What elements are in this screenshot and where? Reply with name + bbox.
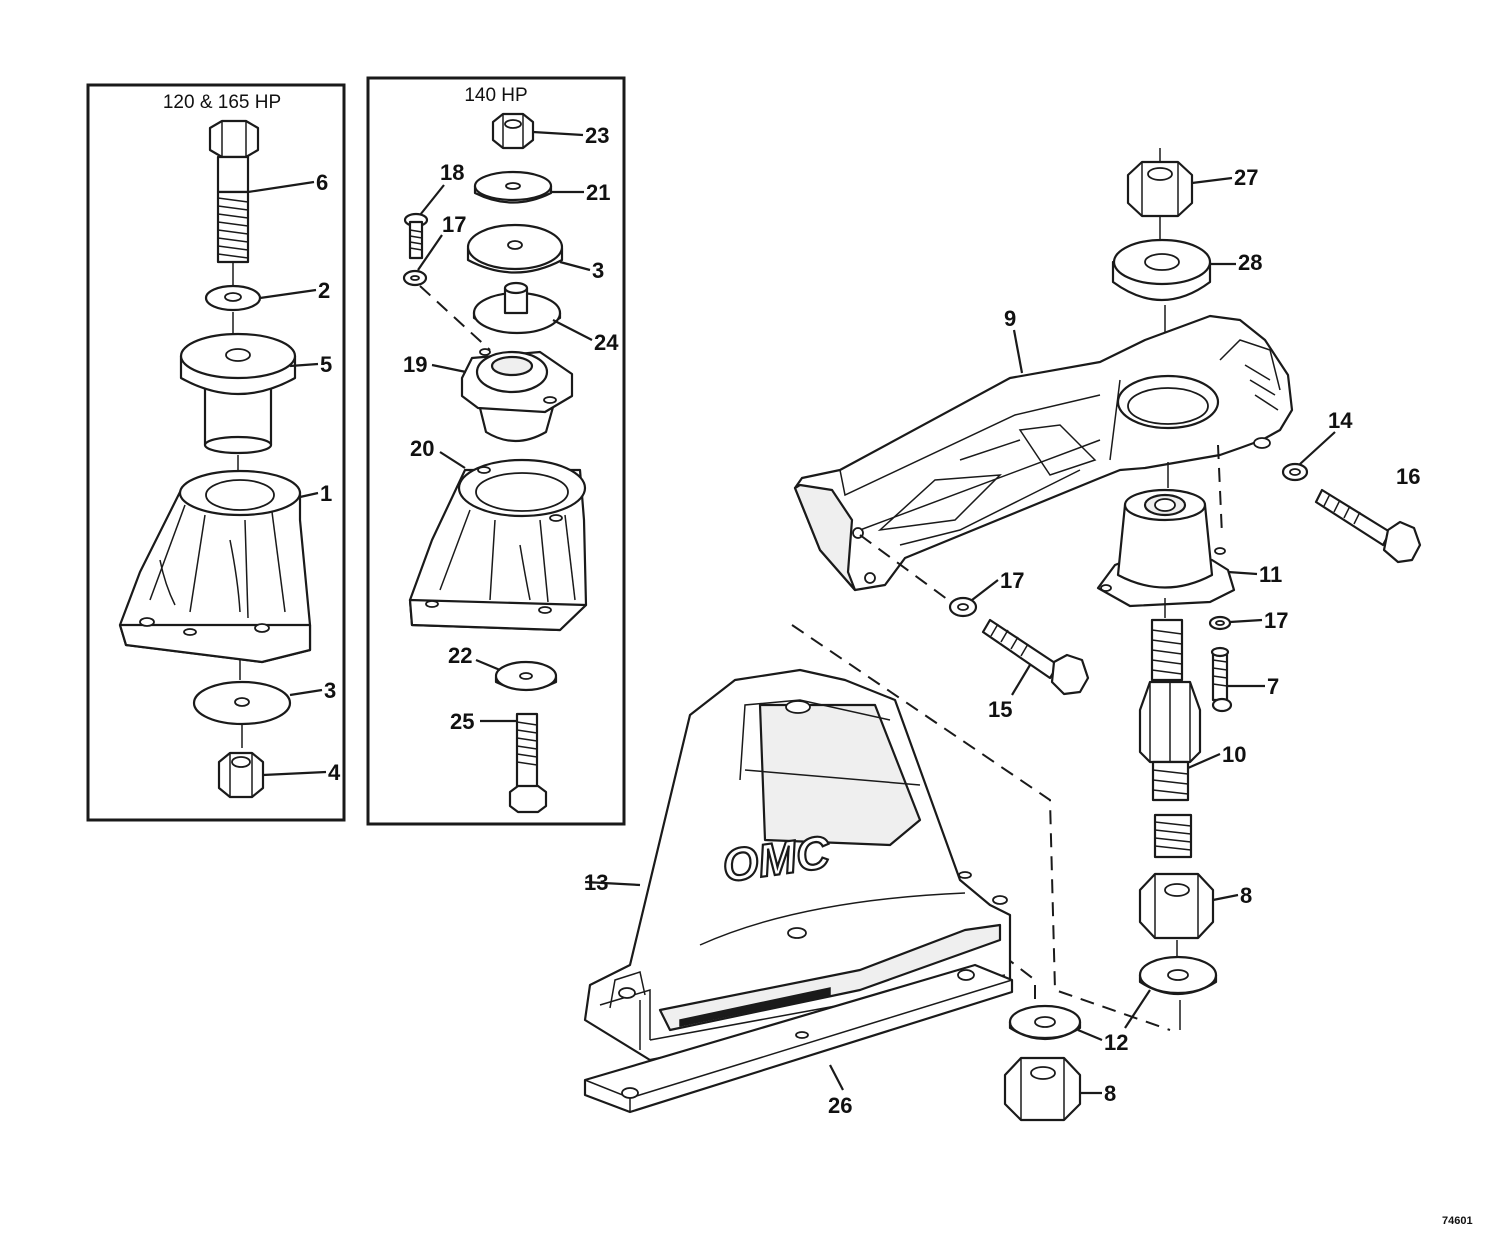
part-2-washer bbox=[204, 284, 262, 312]
part-14-lockwasher bbox=[1281, 462, 1309, 482]
panel-header-140hp: 140 HP bbox=[464, 85, 527, 106]
callout-9: 9 bbox=[1004, 306, 1016, 331]
part-18-screw bbox=[403, 212, 429, 260]
panel-140hp: 140 HP bbox=[366, 76, 626, 826]
part-9-engine-bracket bbox=[793, 314, 1294, 592]
part-1-bracket bbox=[118, 469, 312, 664]
callout-23: 23 bbox=[585, 123, 609, 148]
callout-15: 15 bbox=[988, 697, 1012, 722]
part-6-bolt bbox=[208, 119, 260, 264]
callout-4: 4 bbox=[328, 760, 341, 785]
right-assembly: OMC 27 28 9 bbox=[583, 148, 1422, 1122]
part-27-nut bbox=[1126, 160, 1194, 218]
callouts-right: 27 28 9 14 16 11 17 7 10 8 17 15 12 bbox=[584, 165, 1420, 1118]
part-4-locknut bbox=[217, 751, 265, 799]
part-22-washer bbox=[494, 660, 558, 692]
callout-8b: 8 bbox=[1104, 1081, 1116, 1106]
part-17-lockwasher-c bbox=[1208, 615, 1232, 631]
callout-17a: 17 bbox=[442, 212, 466, 237]
part-25-bolt bbox=[508, 712, 548, 814]
part-17-lockwasher-b bbox=[948, 596, 978, 618]
part-8-nut-upper bbox=[1138, 872, 1215, 940]
callout-17b: 17 bbox=[1000, 568, 1024, 593]
part-10-stud bbox=[1138, 618, 1202, 859]
callout-7: 7 bbox=[1267, 674, 1279, 699]
drawing-code: 74601 bbox=[1442, 1215, 1473, 1227]
part-3-washer-middle bbox=[466, 223, 564, 274]
callout-14: 14 bbox=[1328, 408, 1353, 433]
part-19-cushion bbox=[460, 348, 574, 442]
callout-19: 19 bbox=[403, 352, 427, 377]
callouts-middle: 23 21 3 24 18 17 19 20 22 25 bbox=[403, 123, 619, 734]
callout-28: 28 bbox=[1238, 250, 1262, 275]
part-15-bolt bbox=[981, 618, 1090, 696]
part-13-transom-bracket: OMC bbox=[583, 668, 1012, 1062]
part-5-cushion bbox=[179, 332, 297, 455]
part-26-plate bbox=[583, 963, 1014, 1114]
callout-10: 10 bbox=[1222, 742, 1246, 767]
panel-border-middle bbox=[366, 76, 626, 826]
callout-1: 1 bbox=[320, 481, 332, 506]
part-3-washer-left bbox=[192, 680, 292, 726]
part-12-washer-upper bbox=[1138, 955, 1218, 996]
callout-22: 22 bbox=[448, 643, 472, 668]
callout-13: 13 bbox=[584, 870, 608, 895]
callout-12: 12 bbox=[1104, 1030, 1128, 1055]
callout-26: 26 bbox=[828, 1093, 852, 1118]
panel-border-left bbox=[86, 83, 346, 822]
callout-11: 11 bbox=[1259, 562, 1282, 587]
callout-20: 20 bbox=[410, 436, 434, 461]
panel-120-165hp: 120 & 165 HP bbox=[86, 83, 346, 822]
part-28-spacer bbox=[1111, 238, 1212, 301]
part-7-screw bbox=[1210, 646, 1233, 713]
callout-27: 27 bbox=[1234, 165, 1258, 190]
callout-6: 6 bbox=[316, 170, 328, 195]
part-11-cushion bbox=[1096, 488, 1236, 608]
callout-3a: 3 bbox=[324, 678, 336, 703]
part-23-nut bbox=[491, 112, 535, 150]
callouts-left: 6 2 5 1 3 4 bbox=[247, 170, 341, 785]
callout-5: 5 bbox=[320, 352, 332, 377]
panel-header-120-165hp: 120 & 165 HP bbox=[163, 92, 281, 113]
part-12-washer-lower bbox=[1008, 1004, 1082, 1040]
part-20-bracket bbox=[408, 458, 588, 632]
callout-24: 24 bbox=[594, 330, 619, 355]
callout-17c: 17 bbox=[1264, 608, 1288, 633]
callout-8a: 8 bbox=[1240, 883, 1252, 908]
callout-2: 2 bbox=[318, 278, 330, 303]
part-17-lockwasher-a bbox=[402, 269, 428, 287]
callout-18: 18 bbox=[440, 160, 464, 185]
callout-16: 16 bbox=[1396, 464, 1420, 489]
part-16-bolt bbox=[1314, 488, 1422, 564]
part-8-nut-lower bbox=[1003, 1056, 1082, 1122]
callout-21: 21 bbox=[586, 180, 610, 205]
part-21-washer bbox=[473, 170, 553, 204]
part-24-sleeve bbox=[472, 281, 562, 335]
callout-25: 25 bbox=[450, 709, 474, 734]
callout-3b: 3 bbox=[592, 258, 604, 283]
